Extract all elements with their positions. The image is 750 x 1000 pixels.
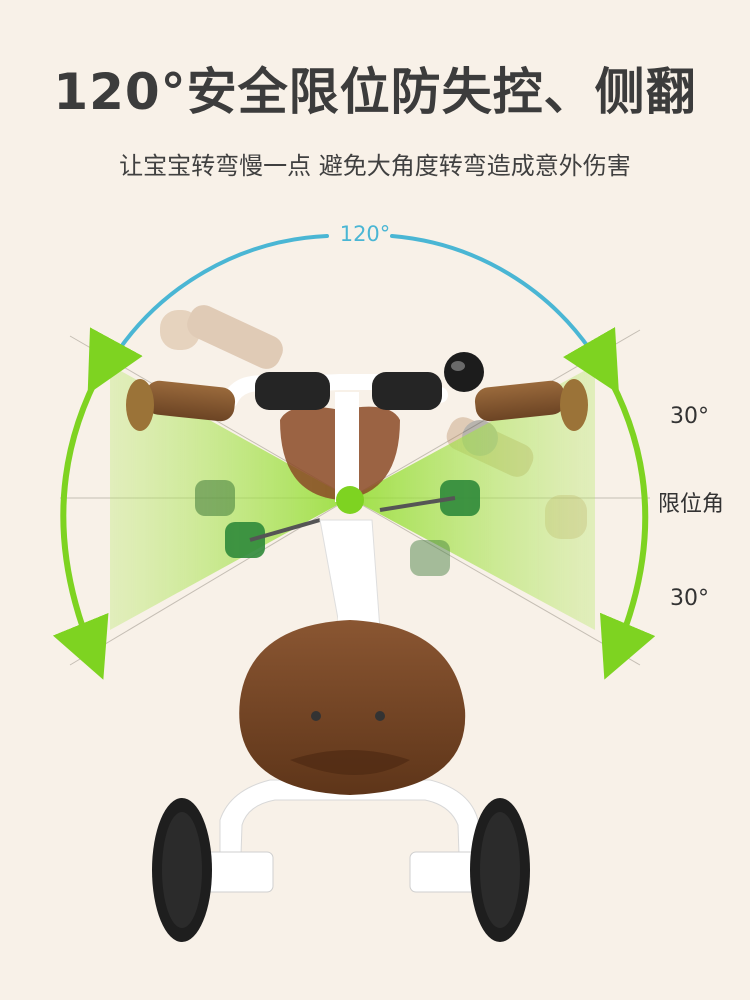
pedals bbox=[195, 480, 480, 576]
bell-icon bbox=[444, 352, 484, 392]
limit-angle-label: 限位角 bbox=[658, 492, 725, 517]
left-pedal bbox=[225, 522, 265, 558]
frame bbox=[204, 519, 479, 893]
right-grip-end bbox=[560, 379, 588, 431]
headline: 120°安全限位防失控、侧翻 bbox=[53, 63, 697, 121]
seat bbox=[239, 620, 466, 795]
left-axle-step bbox=[204, 851, 274, 893]
arc-endpoint-left bbox=[108, 356, 116, 364]
left-brown-grip bbox=[144, 380, 236, 422]
steering-arc-right bbox=[390, 234, 599, 362]
seat-bolt-left bbox=[311, 711, 321, 721]
right-brown-grip bbox=[474, 380, 566, 422]
right-pedal bbox=[440, 480, 480, 516]
rear-left-wheel bbox=[152, 798, 212, 942]
handlebar bbox=[126, 352, 588, 502]
arc-endpoint-right bbox=[593, 356, 601, 364]
arc-angle-label: 120° bbox=[339, 222, 391, 246]
pivot-point bbox=[336, 486, 364, 514]
stem bbox=[335, 392, 359, 502]
subheadline: 让宝宝转弯慢一点 避免大角度转弯造成意外伤害 bbox=[119, 152, 631, 180]
right-limit-arrow bbox=[563, 327, 656, 680]
left-foam-grip bbox=[255, 372, 330, 410]
right-axle-step bbox=[409, 851, 479, 893]
left-limit-arrow bbox=[52, 327, 143, 680]
rear-right-wheel bbox=[470, 798, 530, 942]
seat-bolt-right bbox=[375, 711, 385, 721]
right-foam-grip bbox=[372, 372, 442, 410]
upper-angle-label: 30° bbox=[670, 404, 709, 429]
left-grip-end bbox=[126, 379, 154, 431]
lower-angle-label: 30° bbox=[670, 586, 709, 611]
